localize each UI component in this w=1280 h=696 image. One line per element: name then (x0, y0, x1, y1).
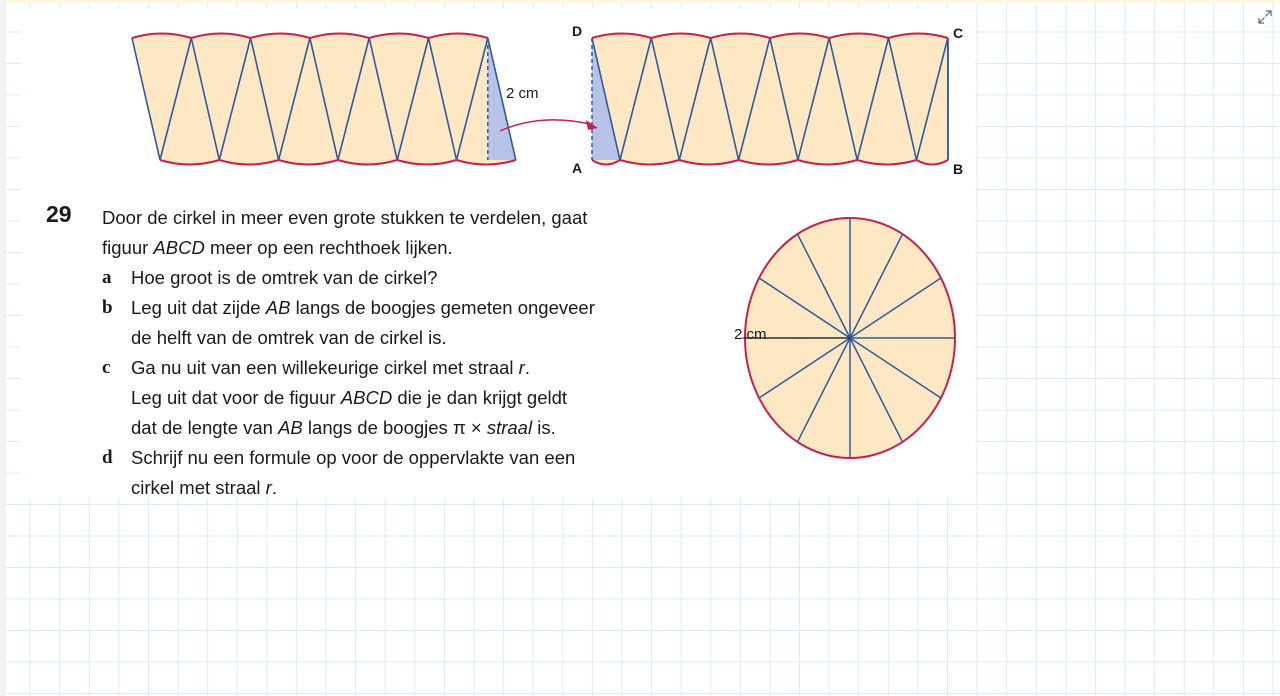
question-text: langs de boogjes π × (307, 417, 482, 438)
strip-dimension-label: 2 cm (506, 85, 539, 102)
intro-italic: ABCD (153, 237, 205, 258)
strip-fill (592, 33, 948, 165)
question-d: d Schrijf nu een formule op voor de oppe… (102, 443, 662, 473)
question-text: Hoe groot is de omtrek van de cirkel? (131, 267, 438, 288)
question-c-line-2: Leg uit dat voor de figuur ABCD die je d… (102, 383, 662, 413)
intro-line-2: figuur ABCD meer op een rechthoek lijken… (102, 233, 662, 263)
question-text: Ga nu uit van een willekeurige cirkel me… (131, 357, 514, 378)
radius-line (758, 337, 851, 399)
question-c-line-3: dat de lengte van AB langs de boogjes π … (102, 413, 662, 443)
question-text: Leg uit dat zijde (131, 297, 261, 318)
question-text: . (271, 477, 277, 498)
question-text: die je dan krijgt geldt (397, 387, 568, 408)
question-letter: d (102, 447, 113, 468)
sector-edges (591, 37, 949, 161)
question-italic: AB (265, 297, 291, 318)
radius-line (796, 337, 851, 443)
arc-bottom (591, 158, 949, 166)
sector-strip-abcd (591, 32, 949, 166)
question-text: dat de lengte van (131, 417, 273, 438)
question-italic: r (518, 357, 525, 378)
radius-line (849, 233, 904, 339)
expand-icon[interactable] (1258, 10, 1272, 24)
intro-text: figuur (102, 237, 149, 258)
question-d-line-2: cirkel met straal r. (102, 473, 662, 503)
question-text: cirkel met straal (131, 477, 261, 498)
textbook-page: 2 cm D C A B 2 cm 29 Door de cirkel in m… (20, 8, 975, 498)
question-letter: c (102, 357, 111, 378)
question-italic: ABCD (340, 387, 393, 408)
sector-strip-left (131, 32, 517, 166)
corner-label-c: C (953, 25, 963, 41)
divided-circle-figure: 2 cm (734, 217, 956, 459)
arc-top (131, 32, 489, 40)
radius-line (758, 277, 851, 339)
circle-sectors (742, 217, 956, 459)
circle-radius-label: 2 cm (734, 326, 767, 343)
arc-top (591, 32, 949, 40)
corner-label-b: B (953, 161, 963, 177)
top-strip (0, 0, 1280, 3)
intro-line-1: Door de cirkel in meer even grote stukke… (102, 207, 588, 228)
question-text: Leg uit dat voor de figuur (131, 387, 336, 408)
radius-line (796, 233, 851, 339)
intro-text: meer op een rechthoek lijken. (209, 237, 453, 258)
radius-line (849, 277, 942, 339)
arc-bottom (159, 158, 517, 166)
question-text: is. (537, 417, 556, 438)
corner-label-d: D (572, 23, 582, 39)
question-text: Schrijf nu een formule op voor de opperv… (131, 447, 576, 468)
question-c: c Ga nu uit van een willekeurige cirkel … (102, 353, 662, 383)
move-arrow (499, 119, 598, 132)
side-strip (0, 0, 6, 696)
sector-edges (131, 37, 517, 161)
question-letter: a (102, 267, 112, 288)
corner-label-a: A (572, 160, 582, 176)
question-italic: straal (486, 417, 533, 438)
question-letter: b (102, 297, 113, 318)
question-b: b Leg uit dat zijde AB langs de boogjes … (102, 293, 662, 323)
exercise-number: 29 (46, 201, 72, 227)
rearranged-sectors-figure: 2 cm D C A B (131, 23, 963, 177)
question-a: a Hoe groot is de omtrek van de cirkel? (102, 263, 662, 293)
radius-line (849, 337, 942, 399)
exercise-text: Door de cirkel in meer even grote stukke… (102, 203, 662, 503)
radius-line (849, 337, 904, 443)
question-text: langs de boogjes gemeten ongeveer (295, 297, 595, 318)
question-italic: AB (278, 417, 303, 438)
question-b-line-2: de helft van de omtrek van de cirkel is. (131, 327, 447, 348)
question-italic: r (265, 477, 272, 498)
question-text: . (524, 357, 530, 378)
